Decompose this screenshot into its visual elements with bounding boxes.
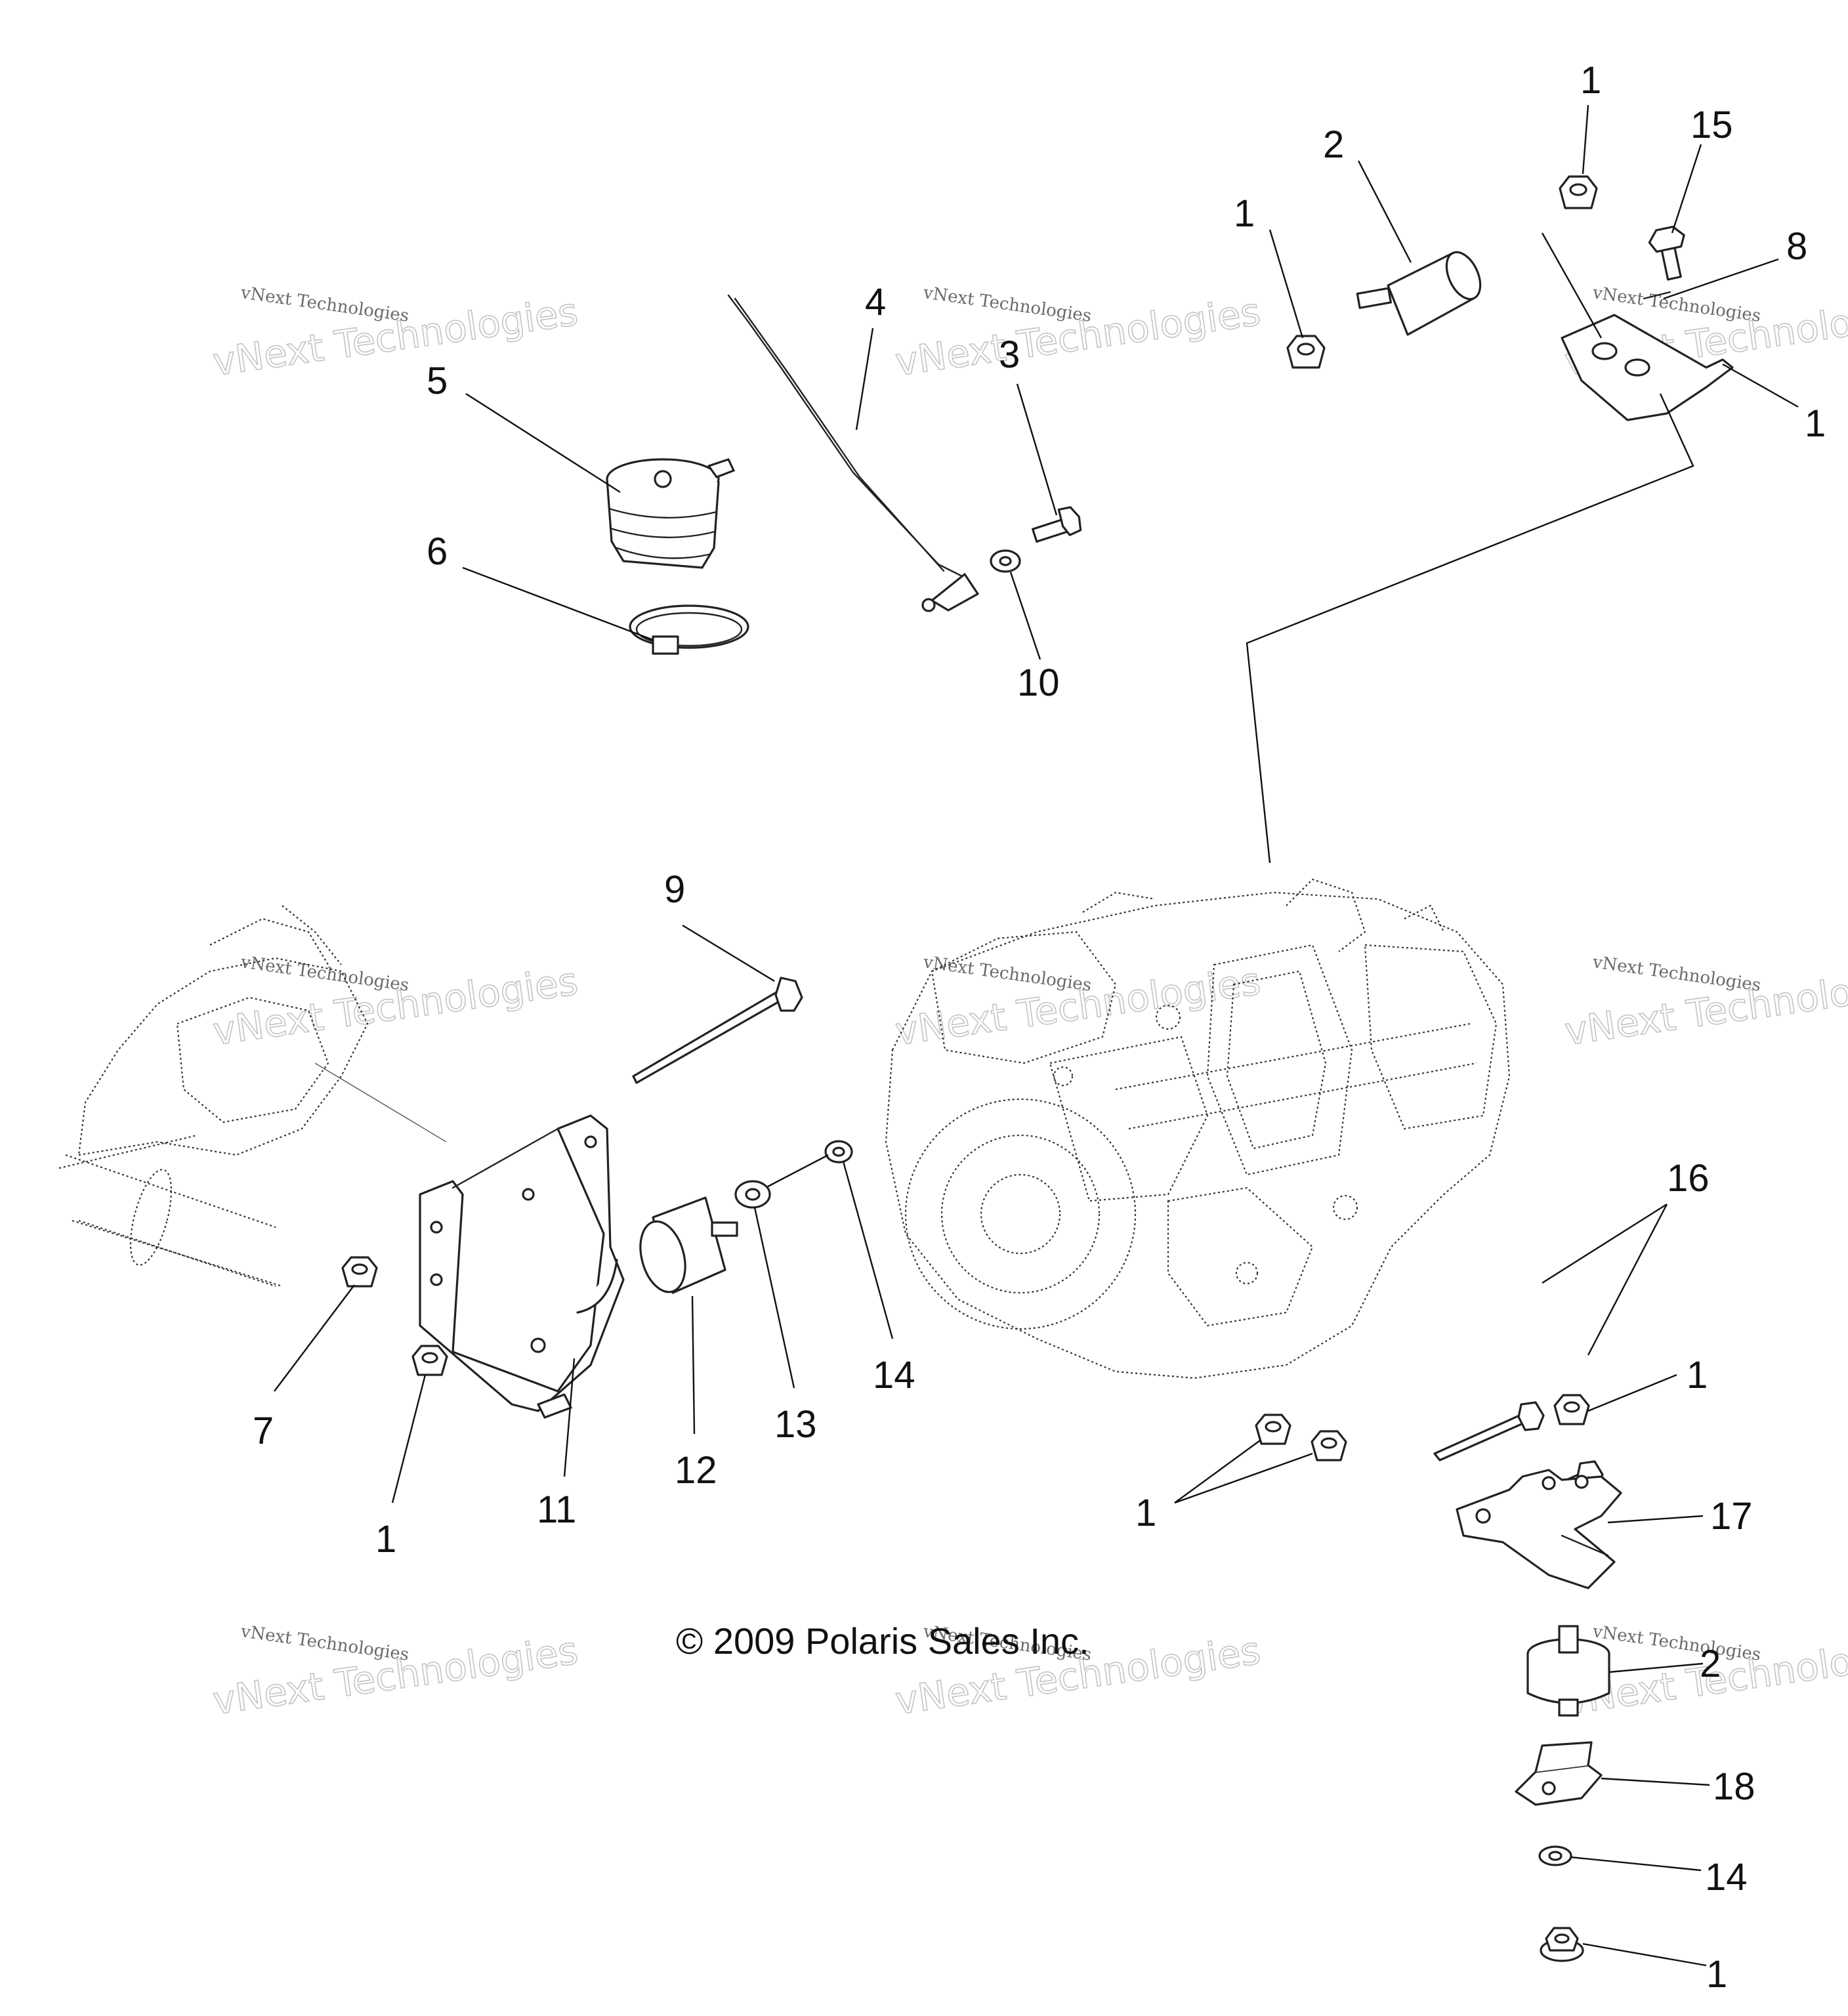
engine-mount-bracket-front <box>419 1114 625 1419</box>
callout-label: 12 <box>675 1449 717 1492</box>
callout-label: 11 <box>537 1488 576 1531</box>
callout-label: 1 <box>1706 1953 1727 1996</box>
callout-label: 1 <box>1234 192 1255 235</box>
callouts: 1 15 2 1 8 1 4 3 5 6 10 9 16 7 1 11 12 1… <box>253 59 1826 1996</box>
rubber-mount <box>1356 251 1482 336</box>
callout-label: 14 <box>1705 1856 1748 1899</box>
callout-label: 18 <box>1713 1765 1755 1808</box>
hex-bolt <box>1648 225 1685 281</box>
intake-boot <box>606 458 735 569</box>
washer <box>824 1140 853 1164</box>
callout-label: 6 <box>427 530 448 573</box>
hex-nut <box>1255 1414 1292 1445</box>
frame-ghost <box>58 905 447 1288</box>
rubber-mount <box>1526 1625 1610 1717</box>
rubber-mount <box>639 1196 738 1294</box>
watermark: vNext Technologies vNext Technologies <box>209 1622 581 1724</box>
hex-nut <box>341 1256 378 1288</box>
washer <box>1538 1845 1572 1866</box>
leader-line <box>767 1154 829 1188</box>
watermark-text: vNext Technologies <box>1591 952 1762 996</box>
callout-label: 17 <box>1710 1495 1753 1538</box>
hex-nut <box>1559 175 1598 209</box>
long-bolt <box>632 976 803 1084</box>
callout-label: 15 <box>1690 104 1733 146</box>
callout-label: 4 <box>865 281 886 324</box>
watermark-text: vNext Technologies <box>1591 1622 1762 1665</box>
engine-mount-bracket-rear <box>1456 1469 1622 1589</box>
watermark: vNext Technologies vNext Technologies <box>209 952 581 1055</box>
pin <box>1643 291 1671 300</box>
watermark: vNext Technologies vNext Technologies <box>892 952 1263 1055</box>
callout-label: 1 <box>375 1518 396 1561</box>
hex-nut <box>1553 1394 1590 1425</box>
connector-line <box>1246 393 1694 864</box>
callout-label: 8 <box>1786 225 1807 268</box>
washer <box>990 549 1021 573</box>
engine-mount-bracket-upper <box>1561 314 1734 421</box>
callout-label: 1 <box>1687 1354 1708 1396</box>
callout-label: 2 <box>1700 1643 1721 1685</box>
mount-bolt <box>1433 1401 1545 1461</box>
callout-label: 7 <box>253 1410 274 1452</box>
callout-label: 10 <box>1017 662 1060 704</box>
callout-label: 1 <box>1135 1492 1156 1534</box>
callout-label: 16 <box>1667 1157 1710 1200</box>
engine-assembly-ghost <box>885 878 1511 1379</box>
callout-label: 3 <box>999 333 1020 376</box>
bolt <box>1032 506 1082 543</box>
watermark-text: vNext Technologies <box>239 283 410 326</box>
copyright-notice: © 2009 Polaris Sales Inc. <box>676 1620 1089 1662</box>
callout-label: 2 <box>1323 123 1344 166</box>
breather-tube-rod <box>727 294 979 612</box>
watermark-text: vNext Technologies <box>921 283 1093 326</box>
washer <box>734 1180 771 1209</box>
callout-label: 5 <box>427 360 448 402</box>
callout-label: 1 <box>1580 59 1601 102</box>
callout-label: 13 <box>774 1403 817 1446</box>
callout-label: 9 <box>664 868 685 911</box>
watermark-text: vNext Technologies <box>239 1622 410 1665</box>
hex-nut <box>1286 335 1326 369</box>
callout-label: 1 <box>1805 402 1826 445</box>
leader-lines <box>274 104 1799 1967</box>
watermark-text: vNext Technologies <box>921 952 1093 996</box>
heat-shield-plate <box>1515 1741 1603 1806</box>
watermark: vNext Technologies vNext Technologies <box>209 283 581 385</box>
hose-clamp <box>629 604 749 655</box>
hex-nut <box>411 1345 448 1376</box>
hex-nut <box>1311 1430 1347 1461</box>
watermark: vNext Technologies vNext Technologies <box>892 283 1263 385</box>
flange-nut <box>1540 1927 1584 1962</box>
callout-label: 14 <box>873 1354 915 1396</box>
watermark: vNext Technologies vNext Technologies <box>1561 952 1848 1055</box>
